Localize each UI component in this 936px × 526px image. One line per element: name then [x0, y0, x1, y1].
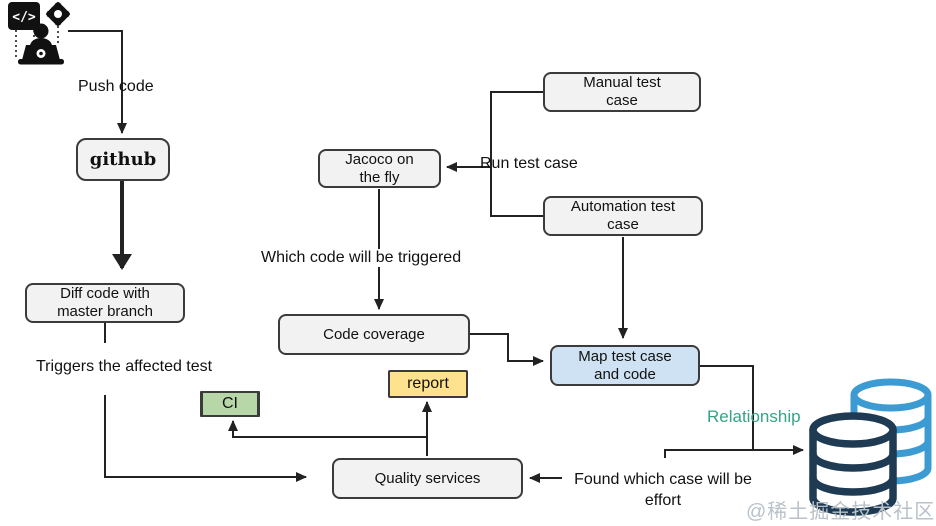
label-found-case-effort: Found which case will be effort: [574, 471, 752, 509]
label-run-test-case: Run test case: [480, 155, 578, 172]
connector-map-down: [700, 365, 754, 450]
connector-dev-to-github: [68, 30, 127, 134]
database-front-cylinder: [809, 412, 897, 516]
gear-icon: [46, 2, 70, 26]
code-tag-icon: [8, 2, 40, 30]
node-ci: CI: [200, 391, 260, 417]
node-automation-test-case: Automation test case: [543, 196, 703, 236]
node-diff-code: Diff code with master branch: [25, 283, 185, 323]
node-manual-test-case: Manual test case: [543, 72, 701, 112]
watermark: @稀土掘金技术社区: [746, 501, 936, 523]
person-at-laptop-icon: [18, 23, 64, 65]
developer-icon: </>: [8, 2, 70, 65]
connector-coverage-to-map: [470, 333, 544, 366]
svg-text:</>: </>: [12, 10, 36, 25]
node-github: github: [76, 138, 170, 181]
node-map-test-case: Map test case and code: [550, 345, 700, 386]
label-triggers-affected-test: Triggers the affected test: [36, 358, 213, 375]
label-which-code-triggered: Which code will be triggered: [258, 249, 465, 267]
connector-testcase-bracket: [490, 91, 543, 217]
database-icon: [809, 378, 932, 516]
node-quality-services: Quality services: [332, 458, 523, 499]
node-report: report: [388, 370, 468, 398]
label-relationship: Relationship: [707, 407, 801, 426]
node-code-coverage: Code coverage: [278, 314, 470, 355]
connector-quality-to-ci: [228, 420, 427, 438]
connector-diff-to-quality: [104, 395, 307, 482]
connector-to-database: [664, 445, 804, 458]
label-push-code: Push code: [78, 78, 154, 95]
node-jacoco: Jacoco on the fly: [318, 149, 441, 188]
